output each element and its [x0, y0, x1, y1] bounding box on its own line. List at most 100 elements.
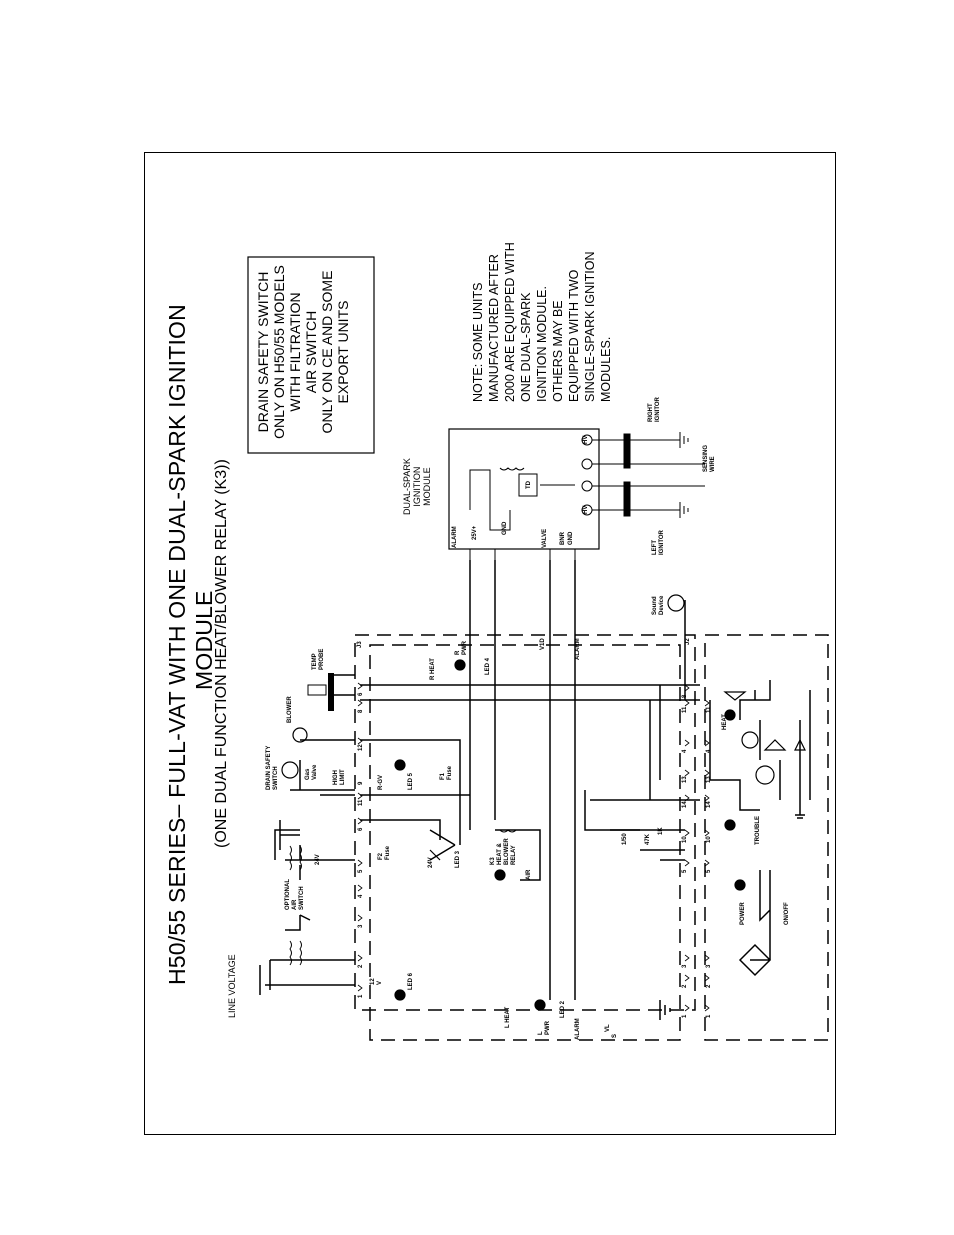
ignition-module-box [448, 428, 600, 550]
led4-label: LED 4 [485, 657, 491, 675]
pin-j1-8: 4 [706, 749, 712, 753]
note-text: NOTE: SOME UNITS MANUFACTURED AFTER 2000… [471, 242, 613, 402]
module-internals [469, 432, 705, 575]
v1d-label: V1D [540, 638, 546, 650]
blower-label: BLOWER [287, 696, 293, 723]
pin-j2-5: 10 [682, 836, 688, 843]
pin-j2-8: 4 [682, 749, 688, 753]
j2-dashed-box [369, 644, 681, 1041]
r-heat-label: R HEAT [430, 658, 436, 680]
title-line-1: H50/55 SERIES– FULL-VAT WITH ONE DUAL-SP… [164, 304, 190, 985]
transformers [289, 829, 517, 966]
pin-j1-5: 10 [706, 836, 712, 843]
line-voltage-label: LINE VOLTAGE [227, 954, 237, 1018]
j3-label: J3 [357, 641, 363, 648]
module-valve-label: VALVE [542, 528, 548, 548]
module-gnd-label: GND [502, 521, 508, 535]
r47k-label: 47K [645, 833, 651, 845]
r-gv-label: R-GV [378, 775, 384, 790]
module-alarm-label: ALARM [452, 526, 458, 548]
diagram-frame [144, 152, 836, 1135]
pin-j1-2: 2 [706, 984, 712, 988]
pin-j2-6: 14 [682, 801, 688, 808]
j2-label: J2 [685, 638, 691, 645]
subtitle: (ONE DUAL FUNCTION HEAT/BLOWER RELAY (K3… [213, 459, 230, 848]
j3-dashed-box [354, 634, 696, 1011]
pin-j3-10: 8 [358, 709, 364, 713]
j1-dashed-box [704, 634, 829, 1041]
pin-j3-8: 9 [358, 781, 364, 785]
s-label: S [612, 1033, 618, 1038]
module-td-label: TD [526, 481, 532, 489]
pin-j3-5: 5 [358, 869, 364, 873]
pin-j3-11: 6 [358, 692, 364, 696]
pin-j2-9: 11 [682, 706, 688, 713]
led5-label: LED 5 [408, 772, 414, 790]
pin-j3-7: 11 [358, 799, 364, 806]
trouble-label: TROUBLE [755, 816, 761, 845]
pin-j3-3: 3 [358, 924, 364, 928]
led3-label: LED 3 [455, 850, 461, 868]
pin-j1-6: 14 [706, 801, 712, 808]
pin-j2-1: 1 [682, 1014, 688, 1018]
led6-label: LED 6 [408, 972, 414, 990]
module-hv-1: HV [583, 435, 589, 444]
onoff-label: ON/OFF [784, 902, 790, 925]
module-bnr-label: BNR [560, 532, 566, 545]
pin-j2-2: 2 [682, 984, 688, 988]
pin-j3-9: 12 [358, 744, 364, 751]
led2-label: LED 2 [560, 1000, 566, 1018]
pin-j1-4: 5 [706, 869, 712, 873]
power-label: POWER [740, 902, 746, 925]
pin-j2-3: 3 [682, 964, 688, 968]
pin-j1-3: 3 [706, 964, 712, 968]
vl-label: VL [605, 1024, 611, 1032]
pin-j2-7: 13 [682, 776, 688, 783]
24v-label: 24V [428, 857, 434, 868]
pin-j1-1: 1 [706, 1014, 712, 1018]
c150-label: 1/50 [622, 833, 628, 845]
td-box [518, 473, 538, 497]
pin-j2-4: 5 [682, 869, 688, 873]
heat-label: HEAT [722, 714, 728, 730]
alarm2-label: ALARM [575, 1018, 581, 1040]
24v-b-label: 24V [315, 854, 321, 865]
wiring-lines [259, 560, 811, 1020]
info-box-text: DRAIN SAFETY SWITCH ONLY ON H50/55 MODEL… [255, 265, 351, 439]
pin-j3-2: 2 [358, 964, 364, 968]
alarm-label: ALARM [575, 638, 581, 660]
module-hv-2: HV [583, 505, 589, 514]
pin-j1-9: 11 [706, 706, 712, 713]
pin-j3-4: 4 [358, 894, 364, 898]
pin-j2-10: 8 [682, 694, 688, 698]
info-box [247, 256, 375, 454]
pin-j3-6: 6 [358, 827, 364, 831]
module-gnd2-label: GND [568, 531, 574, 545]
pin-j3-1: 1 [358, 994, 364, 998]
pin-markers [357, 682, 710, 1012]
temp-probe-symbol [328, 673, 334, 711]
pin-j1-7: 13 [706, 776, 712, 783]
l-heat-label: L HEAT [505, 1006, 511, 1028]
module-name: DUAL-SPARK IGNITION MODULE [402, 458, 432, 515]
r1k-label: 1K [658, 827, 664, 835]
component-symbols [281, 594, 806, 1011]
air-label: AIR [526, 869, 532, 880]
module-25v-label: 25V+ [472, 525, 478, 540]
